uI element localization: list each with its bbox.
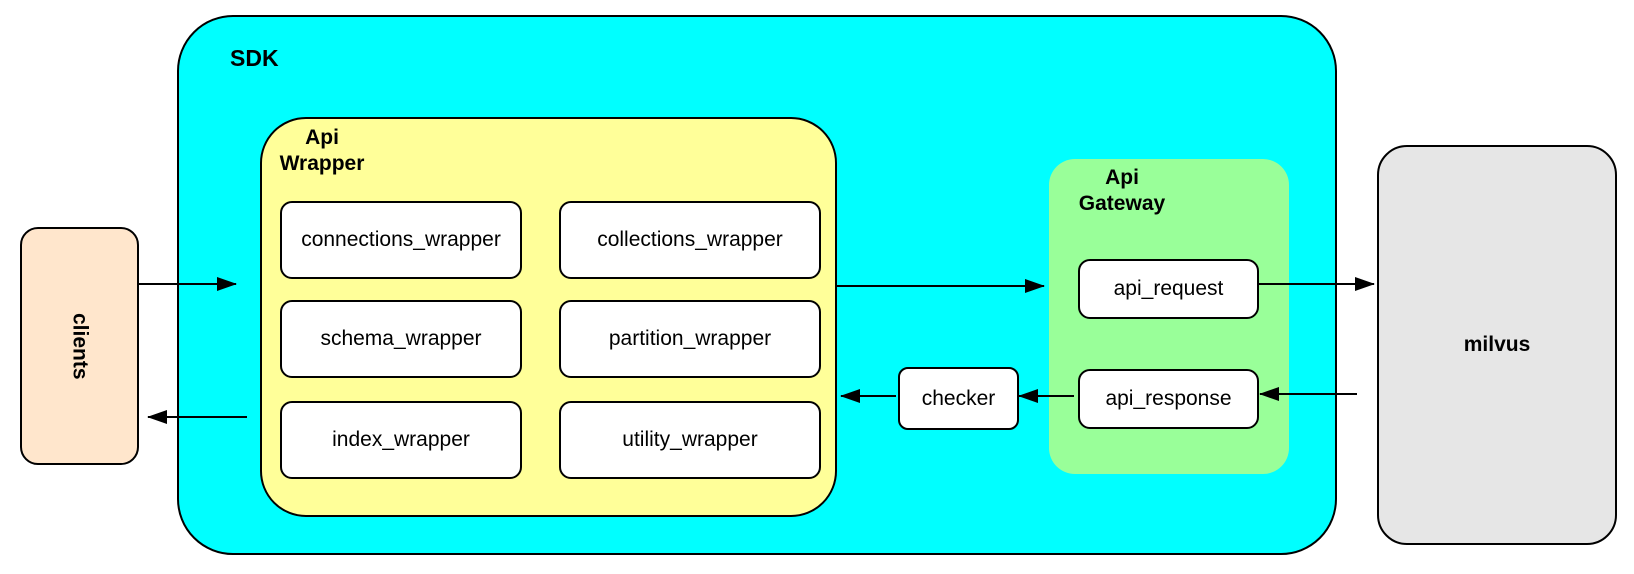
- group-api-wrapper: Api Wrapper connections_wrapper collecti…: [260, 117, 837, 517]
- clients-label: clients: [68, 312, 92, 380]
- api-wrapper-label: Api Wrapper: [279, 126, 365, 175]
- node-index-wrapper: index_wrapper: [280, 401, 522, 479]
- api-gateway-label: Api Gateway: [1078, 166, 1166, 215]
- node-milvus: milvus: [1377, 145, 1617, 545]
- node-collections-wrapper: collections_wrapper: [559, 201, 821, 279]
- node-api-request: api_request: [1078, 259, 1259, 319]
- group-api-gateway: Api Gateway api_request api_response: [1049, 159, 1289, 474]
- node-schema-wrapper: schema_wrapper: [280, 300, 522, 378]
- group-sdk: SDK Api Wrapper connections_wrapper coll…: [177, 15, 1337, 555]
- sdk-label: SDK: [230, 45, 279, 71]
- node-api-response: api_response: [1078, 369, 1259, 429]
- node-partition-wrapper: partition_wrapper: [559, 300, 821, 378]
- node-connections-wrapper: connections_wrapper: [280, 201, 522, 279]
- node-checker: checker: [898, 367, 1019, 430]
- node-utility-wrapper: utility_wrapper: [559, 401, 821, 479]
- node-clients: clients: [20, 227, 139, 465]
- milvus-label: milvus: [1463, 333, 1531, 356]
